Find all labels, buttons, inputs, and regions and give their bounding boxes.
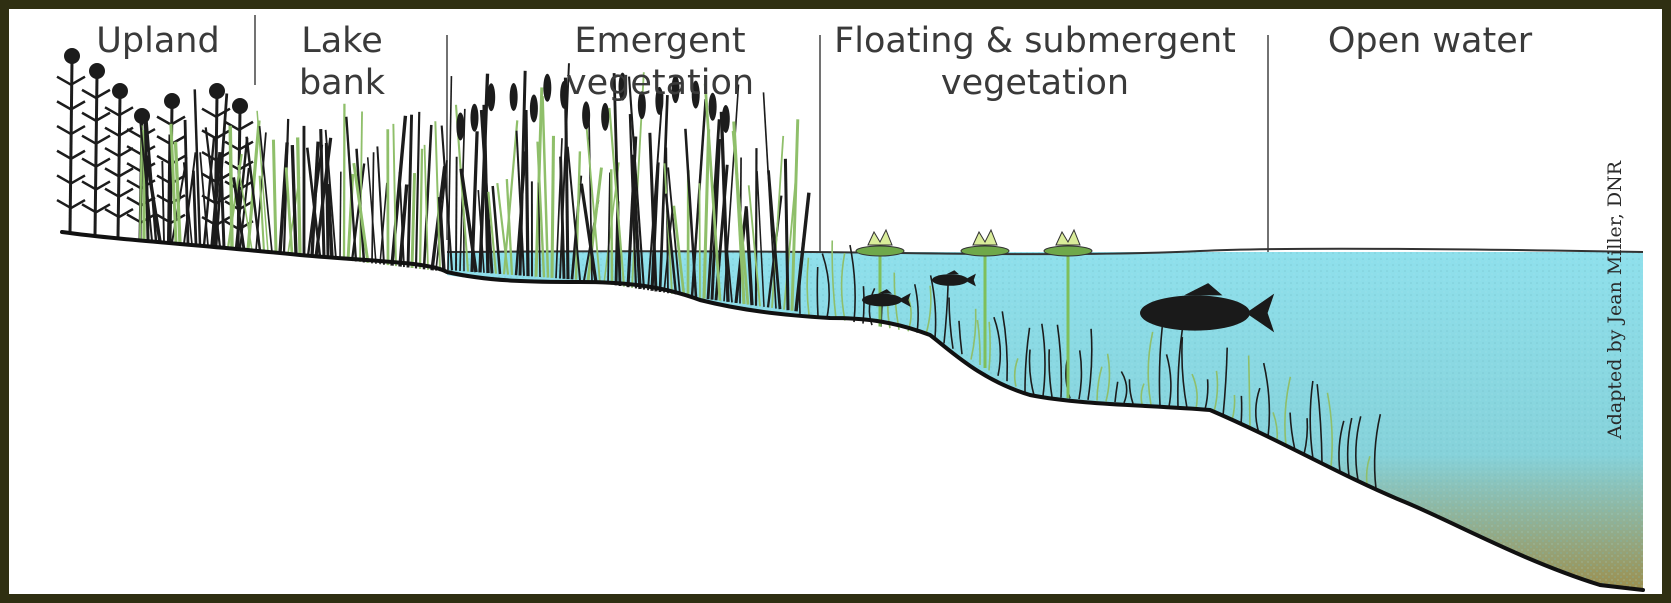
zone-label-lake-bank: Lake bank (262, 20, 422, 104)
submerged-weed (817, 267, 818, 316)
cattail-head (601, 103, 609, 131)
grass-blade (526, 110, 528, 276)
grass-blade (221, 158, 224, 247)
zone-label-open-water: Open water (1310, 20, 1550, 62)
cattail-head (456, 112, 464, 140)
grass-blade (298, 137, 300, 255)
upland-plant (157, 93, 185, 242)
grass-blade (552, 136, 553, 278)
zone-label-floating-submergent-vegetation: Floating & submergent vegetation (830, 20, 1240, 104)
submerged-weed (1241, 396, 1242, 425)
grass-blade (321, 129, 324, 258)
water-body (447, 249, 1643, 590)
zone-label-upland: Upland (78, 20, 238, 62)
credit-text: Adapted by Jean Miller, DNR (1604, 161, 1626, 439)
cattail-head (722, 105, 730, 133)
grass-blade (416, 112, 419, 269)
grass-blade (340, 172, 341, 260)
grass-blade (193, 171, 196, 245)
grass-blade (292, 145, 296, 255)
cattail-head (582, 101, 590, 129)
grass-blade (230, 126, 232, 249)
grass-blade (408, 115, 412, 268)
grass-blade (420, 149, 422, 269)
grass-blade (412, 173, 415, 268)
water-speckle (447, 252, 1643, 590)
zone-label-emergent-vegetation: Emergent vegetation (520, 20, 800, 104)
cattail-head (510, 83, 518, 111)
grass-blade (611, 169, 612, 284)
grass-blade (699, 183, 700, 298)
cattail-head (470, 104, 478, 132)
upland-plant (57, 48, 85, 233)
grass-blade (162, 161, 164, 242)
grass-blade (456, 157, 457, 271)
cattail-head (487, 83, 495, 111)
grass-blade (273, 140, 276, 253)
